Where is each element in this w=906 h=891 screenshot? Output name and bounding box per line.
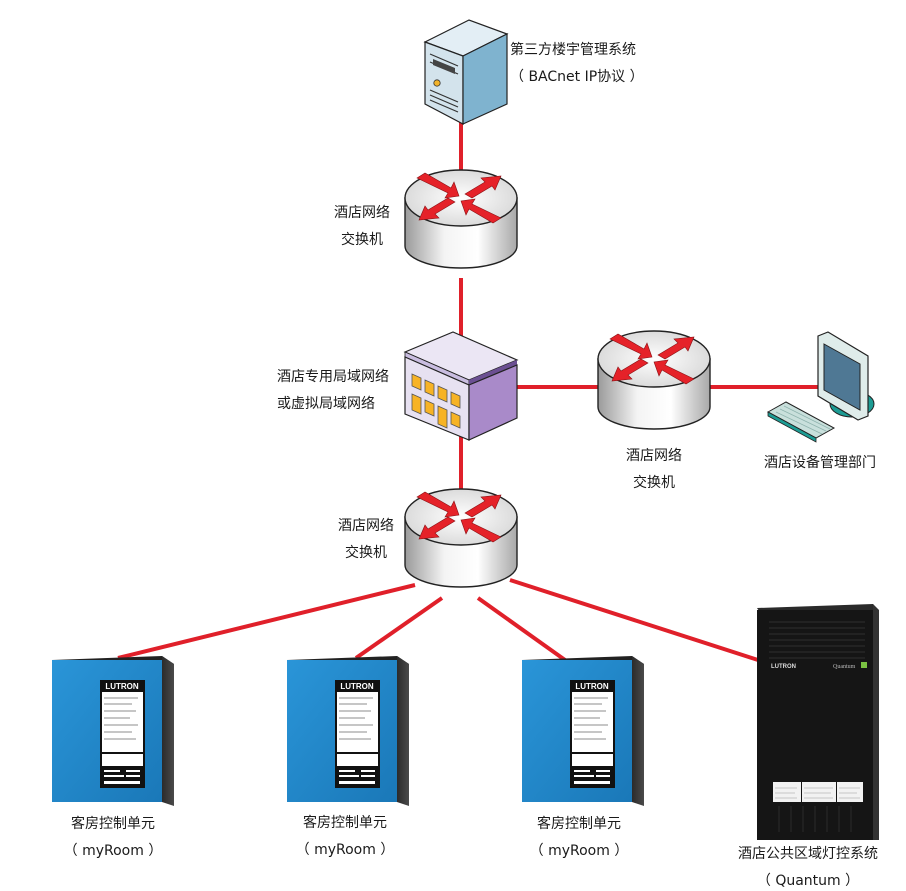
network-switch-icon xyxy=(597,330,711,430)
lighting-panel-icon: LUTRON Quantum xyxy=(757,604,879,840)
switch-right-type: 交换机 xyxy=(633,475,675,491)
room-unit-3-name: 客房控制单元 xyxy=(537,816,621,832)
brand-logo: LUTRON xyxy=(771,664,796,670)
switch-bottom-type: 交换机 xyxy=(345,545,387,561)
room-control-unit-3: LUTRON xyxy=(521,655,645,807)
bms-server-label: 第三方楼宇管理系统 （ BACnet IP协议 ） xyxy=(510,40,644,87)
workstation-icon xyxy=(766,331,875,443)
room-unit-2-name: 客房控制单元 xyxy=(303,815,387,831)
quantum-name: 酒店公共区域灯控系统 xyxy=(738,846,878,862)
room-unit-1-model: （ myRoom ） xyxy=(63,843,163,859)
brand-logo: LUTRON xyxy=(340,682,374,691)
brand-logo: LUTRON xyxy=(105,682,139,691)
links xyxy=(117,120,825,662)
room-unit-2-label: 客房控制单元 （ myRoom ） xyxy=(282,813,408,860)
facility-dept-label: 酒店设备管理部门 xyxy=(764,453,876,473)
building-icon xyxy=(403,331,519,441)
link-switch-bottom-quantum xyxy=(509,578,759,662)
control-cabinet-icon xyxy=(51,655,175,807)
switch-bottom-label: 酒店网络 交换机 xyxy=(330,516,402,563)
control-cabinet-icon xyxy=(286,655,410,807)
control-cabinet-icon xyxy=(521,655,645,807)
switch-top-name: 酒店网络 xyxy=(334,205,390,221)
server-tower-icon xyxy=(423,19,509,125)
quantum-label: 酒店公共区域灯控系统 （ Quantum ） xyxy=(726,844,890,891)
switch-right-name: 酒店网络 xyxy=(626,448,682,464)
room-unit-1-label: 客房控制单元 （ myRoom ） xyxy=(50,814,176,861)
switch-right-label: 酒店网络 交换机 xyxy=(618,446,690,493)
link-switch-bottom-room-unit-2 xyxy=(354,596,444,660)
room-unit-3-label: 客房控制单元 （ myRoom ） xyxy=(516,814,642,861)
quantum-model: （ Quantum ） xyxy=(756,873,860,889)
bms-server-name: 第三方楼宇管理系统 xyxy=(510,42,636,58)
hotel-lan-name: 酒店专用局域网络 xyxy=(277,369,389,385)
switch-bottom-name: 酒店网络 xyxy=(338,518,394,534)
room-unit-2-model: （ myRoom ） xyxy=(295,842,395,858)
switch-top-label: 酒店网络 交换机 xyxy=(326,203,398,250)
hotel-lan-label: 酒店专用局域网络 或虚拟局域网络 xyxy=(277,367,389,414)
room-control-unit-1: LUTRON xyxy=(51,655,175,807)
room-unit-1-name: 客房控制单元 xyxy=(71,816,155,832)
sub-brand-logo: Quantum xyxy=(833,664,856,670)
room-unit-3-model: （ myRoom ） xyxy=(529,843,629,859)
network-switch-icon xyxy=(404,169,518,269)
bms-server-protocol: （ BACnet IP协议 ） xyxy=(510,69,644,85)
hotel-lan-alt: 或虚拟局域网络 xyxy=(277,396,375,412)
switch-top-type: 交换机 xyxy=(341,232,383,248)
brand-logo: LUTRON xyxy=(575,682,609,691)
facility-dept-name: 酒店设备管理部门 xyxy=(764,455,876,471)
link-switch-bottom-room-unit-3 xyxy=(476,596,567,662)
network-switch-icon xyxy=(404,488,518,588)
room-control-unit-2: LUTRON xyxy=(286,655,410,807)
link-switch-bottom-room-unit-1 xyxy=(117,583,416,660)
